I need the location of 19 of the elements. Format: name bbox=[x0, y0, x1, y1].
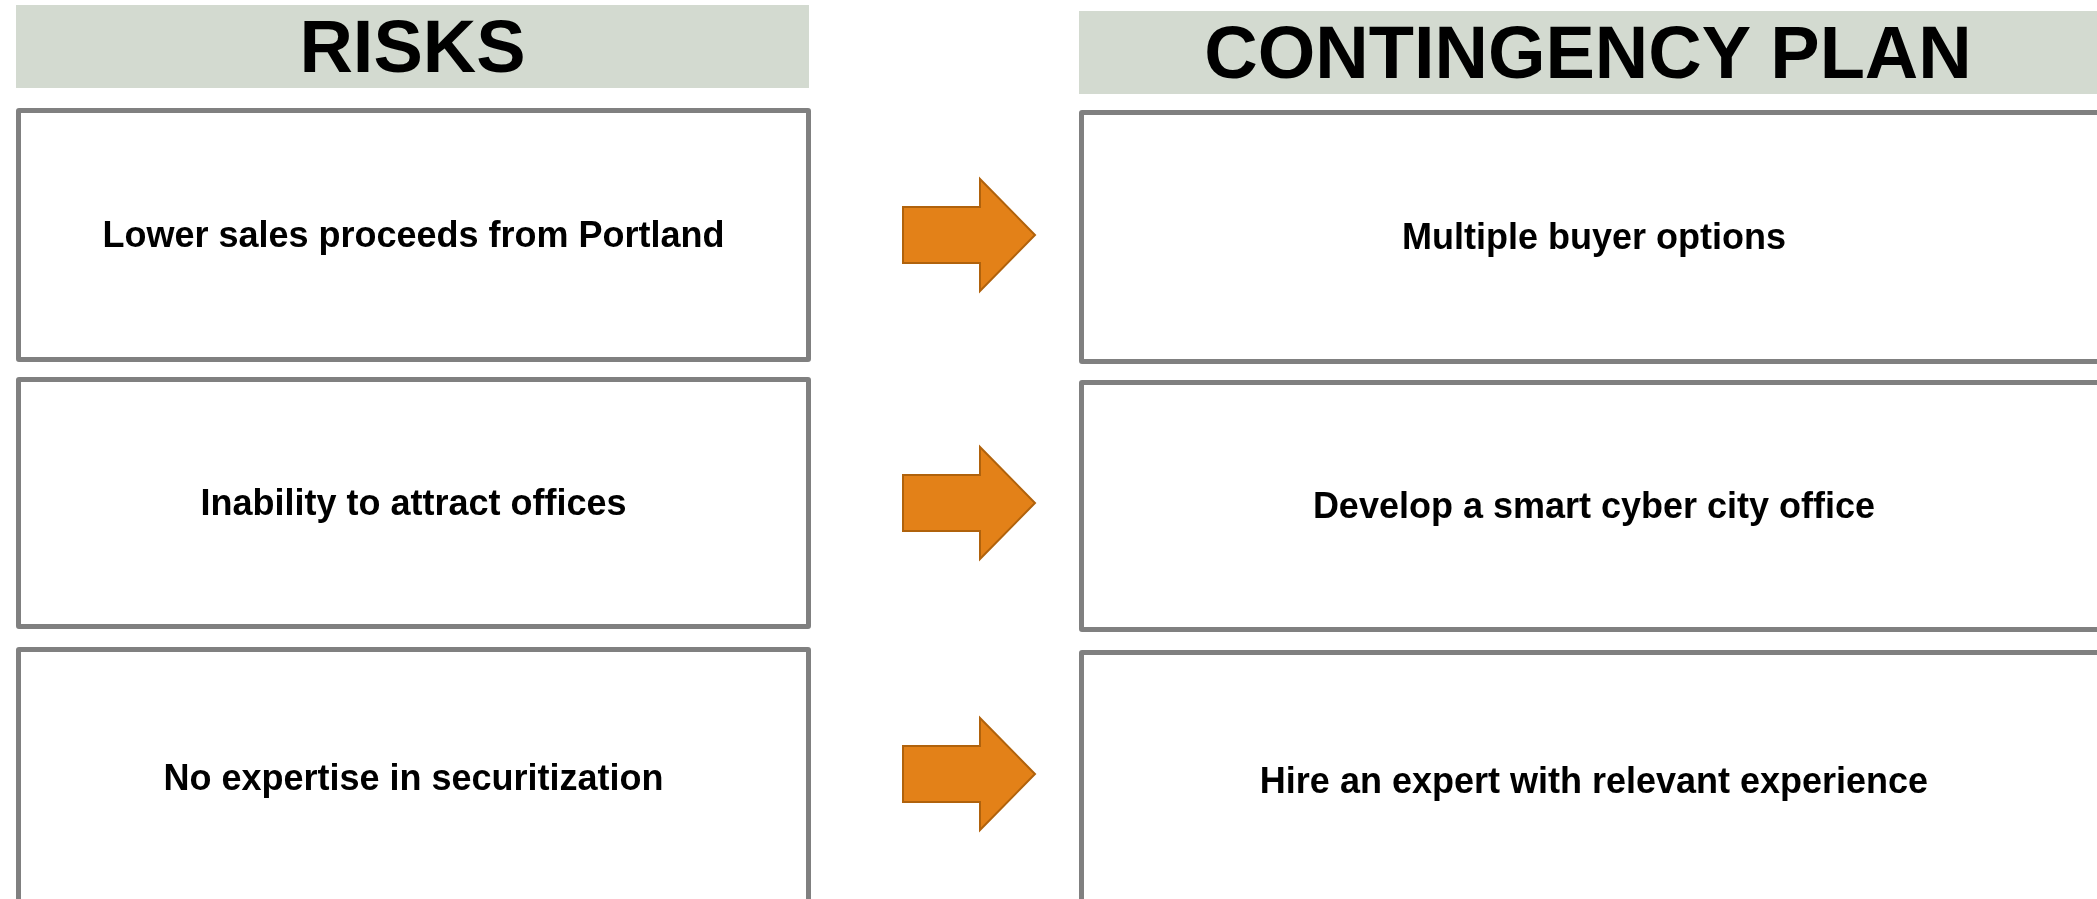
block-arrow bbox=[902, 715, 1037, 833]
text-box bbox=[1079, 110, 2097, 364]
block-arrow bbox=[902, 176, 1037, 294]
header-band bbox=[16, 5, 809, 88]
text-box bbox=[16, 647, 811, 899]
text-box bbox=[1079, 380, 2097, 632]
box-text: Hire an expert with relevant experience bbox=[1259, 760, 1929, 802]
box-text: Develop a smart cyber city office bbox=[1312, 485, 1876, 527]
column-heading: RISKS bbox=[299, 9, 526, 84]
column-heading: CONTINGENCY PLAN bbox=[1204, 15, 1972, 90]
text-box bbox=[16, 377, 811, 629]
box-text: Multiple buyer options bbox=[1402, 216, 1786, 258]
text-box bbox=[1079, 650, 2097, 899]
block-arrow bbox=[902, 444, 1037, 562]
header-band bbox=[1079, 11, 2097, 94]
box-text: No expertise in securitization bbox=[163, 757, 664, 799]
box-text: Lower sales proceeds from Portland bbox=[102, 214, 725, 256]
text-box bbox=[16, 108, 811, 362]
box-text: Inability to attract offices bbox=[200, 482, 627, 524]
